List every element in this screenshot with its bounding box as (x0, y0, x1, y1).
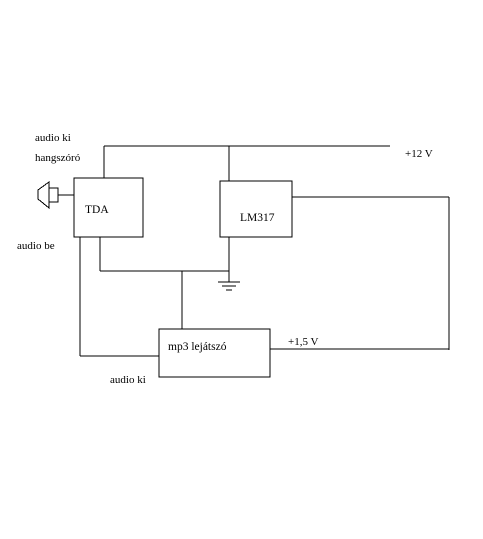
tda-label: TDA (85, 204, 109, 216)
audio-in-label: audio be (17, 240, 55, 252)
tda-block (73, 177, 144, 238)
speaker-icon (37, 181, 74, 210)
mp3-label: mp3 lejátszó (168, 341, 227, 353)
audio-out-mp3-label: audio ki (110, 374, 146, 386)
voltage-1-5v-label: +1,5 V (288, 336, 319, 348)
speaker-label: hangszóró (35, 152, 81, 164)
ground-symbol (218, 281, 240, 291)
voltage-12v-label: +12 V (405, 148, 433, 160)
mp3-block (158, 328, 271, 378)
audio-out-speaker-label: audio ki (35, 132, 71, 144)
lm317-block (219, 180, 293, 238)
lm317-label: LM317 (240, 212, 275, 224)
